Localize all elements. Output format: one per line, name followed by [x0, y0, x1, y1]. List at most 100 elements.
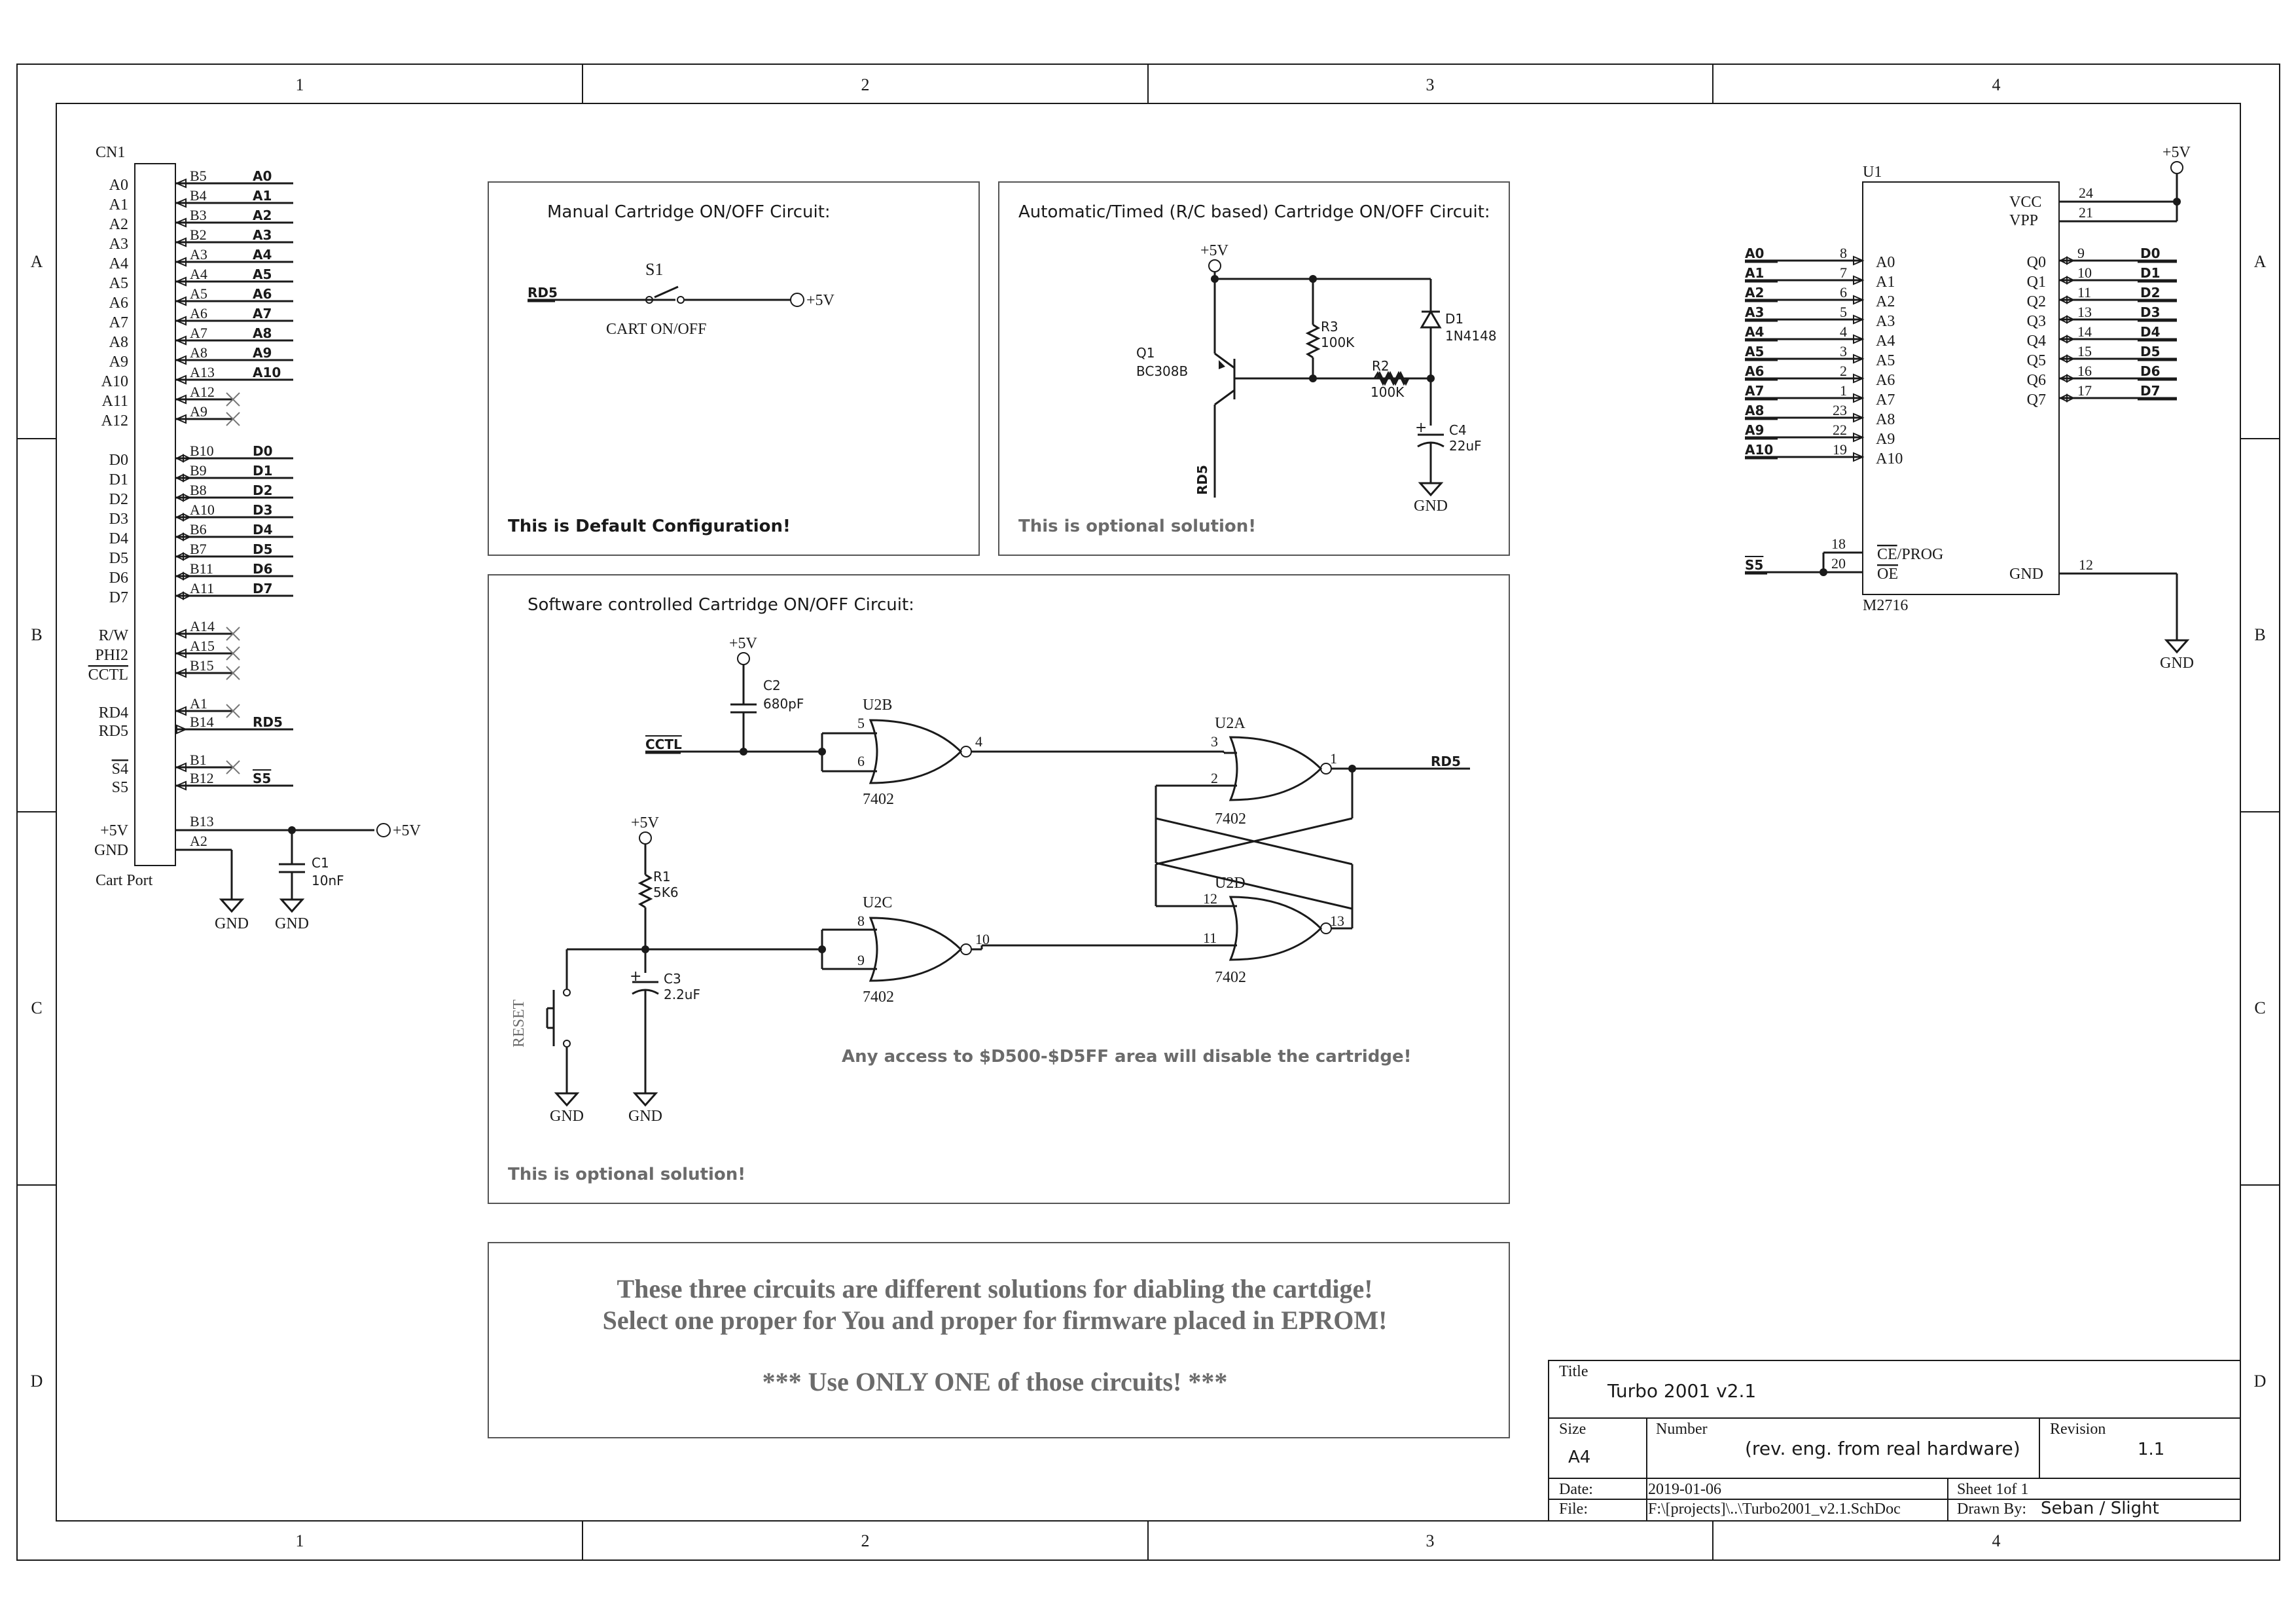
auto-gnd: GND: [1414, 498, 1448, 515]
u1-vcc-name: VCC: [2009, 194, 2041, 211]
zone-row-left-b: B: [31, 625, 42, 644]
tb-revision-label: Revision: [2050, 1421, 2106, 1438]
cn1-net-data_pins-2: D2: [253, 483, 273, 498]
u2b-pin4: 4: [975, 733, 982, 750]
cn1-pin-number-vcc: B13: [190, 813, 214, 830]
u1-net-A4: A4: [1745, 324, 1764, 340]
u1-net-A1: A1: [1745, 265, 1764, 281]
u1-pin-num-A8: 23: [1833, 402, 1847, 418]
u1-pin-name-Q4: Q4: [2027, 333, 2046, 350]
r3-value: 100K: [1321, 335, 1355, 350]
u2b-type: 7402: [863, 791, 894, 808]
u2c-ref: U2C: [863, 894, 892, 911]
c4-ref: C4: [1449, 422, 1467, 438]
cn1-net-data_pins-1: D1: [253, 463, 273, 479]
zone-col-top-2: 2: [861, 75, 870, 94]
u1-pin-num-A5: 3: [1840, 343, 1847, 359]
cn1-pin-number-addr_pins-6: A5: [190, 285, 207, 302]
cn1-pin-number-ctrl_pins-2: B15: [190, 657, 214, 674]
cn1-net-addr_pins-7: A7: [253, 306, 272, 321]
d1-ref: D1: [1445, 311, 1463, 327]
u1-pin-num-Q0: 9: [2077, 245, 2085, 261]
c4-plus: +: [1415, 420, 1427, 436]
soft-gnd1: GND: [550, 1108, 584, 1125]
u1-pin-name-A7: A7: [1876, 392, 1895, 409]
cn1-pin-label-addr_pins-3: A3: [109, 236, 128, 253]
u1-pin-name-Q6: Q6: [2027, 372, 2046, 389]
cn1-pin-number-ctrl_pins-5: B1: [190, 752, 207, 768]
cn1-pin-label-gnd: GND: [94, 842, 128, 859]
manual-power: +5V: [806, 292, 835, 309]
cn1-pin-number-data_pins-0: B10: [190, 443, 214, 459]
u1-pin-name-Q3: Q3: [2027, 313, 2046, 330]
cn1-pin-label-addr_pins-12: A12: [101, 412, 128, 429]
switch-label: CART ON/OFF: [606, 321, 707, 338]
notice-box: These three circuits are different solut…: [488, 1242, 1510, 1438]
soft-power2: +5V: [631, 814, 660, 831]
tb-size-label: Size: [1559, 1421, 1586, 1438]
tb-title: Turbo 2001 v2.1: [1607, 1380, 1756, 1402]
tb-size: A4: [1568, 1448, 1590, 1467]
cn1-pin-number-addr_pins-4: A3: [190, 246, 207, 263]
cn1-pin-label-ctrl_pins-3: RD4: [99, 704, 128, 721]
u1-pin-num-A9: 22: [1833, 422, 1847, 438]
u2a-ref: U2A: [1215, 715, 1246, 732]
auto-title: Automatic/Timed (R/C based) Cartridge ON…: [1018, 202, 1490, 222]
c1-gnd: GND: [275, 915, 309, 932]
cn1-gnd: GND: [215, 915, 249, 932]
cn1-pin-number-addr_pins-11: A12: [190, 384, 215, 400]
cn1-pin-label-addr_pins-11: A11: [102, 393, 128, 410]
cn1-pin-label-ctrl_pins-6: S5: [112, 779, 128, 796]
cn1-pin-label-addr_pins-8: A8: [109, 334, 128, 351]
auto-circuit-box: Automatic/Timed (R/C based) Cartridge ON…: [998, 181, 1510, 556]
zone-row-left-c: C: [31, 998, 42, 1017]
cn1-pin-number-ctrl_pins-6: B12: [190, 770, 214, 786]
u1-pin-name-A4: A4: [1876, 333, 1895, 350]
net-cctl: CCTL: [645, 737, 682, 752]
zone-row-left-d: D: [31, 1372, 43, 1391]
u2a-type: 7402: [1215, 811, 1246, 828]
u1-pin-num-A2: 6: [1840, 284, 1847, 301]
tb-date: 2019-01-06: [1648, 1481, 1721, 1498]
c4-value: 22uF: [1449, 438, 1482, 454]
notice-line2: Select one proper for You and proper for…: [603, 1305, 1388, 1335]
u1-net-D5: D5: [2140, 344, 2161, 359]
u2d-type: 7402: [1215, 969, 1246, 986]
q1-value: BC308B: [1136, 363, 1188, 379]
cn1-net-data_pins-7: D7: [253, 581, 273, 596]
u1-pin-num-Q7: 17: [2077, 382, 2092, 399]
u2d-pin11: 11: [1203, 930, 1217, 946]
cn1-pin-number-addr_pins-2: B3: [190, 207, 207, 223]
cn1-net-data_pins-3: D3: [253, 502, 273, 518]
cn1-pin-label-addr_pins-4: A4: [109, 255, 128, 272]
cn1-pin-label-data_pins-6: D6: [109, 570, 128, 587]
zone-col-top-3: 3: [1426, 75, 1435, 94]
u1-pin-name-Q0: Q0: [2027, 254, 2046, 271]
cn1-net-addr_pins-3: A3: [253, 227, 272, 243]
zone-col-bottom-3: 3: [1426, 1531, 1435, 1550]
cn1-power-label: +5V: [393, 822, 422, 839]
u1-pin-num-A1: 7: [1840, 264, 1847, 281]
cn1-name: Cart Port: [96, 872, 153, 889]
cn1-net-addr_pins-9: A9: [253, 345, 272, 361]
tb-revision: 1.1: [2138, 1440, 2164, 1459]
zone-labels: 1 2 3 4 1 2 3 4 A B C D A B C D: [31, 75, 2267, 1550]
u1-vpp-name: VPP: [2009, 212, 2038, 229]
u2b-pin6: 6: [857, 753, 865, 769]
r1-value: 5K6: [653, 884, 679, 900]
u1-net-A6: A6: [1745, 363, 1764, 379]
u1-pin-num-Q6: 16: [2077, 363, 2092, 379]
u1-gnd-name: GND: [2009, 566, 2043, 583]
u1-net-D2: D2: [2140, 285, 2161, 301]
u1-gnd-num: 12: [2079, 556, 2093, 573]
u2a-pin1: 1: [1330, 750, 1337, 767]
u2c-pin9: 9: [857, 952, 865, 968]
cn1-pin-label-addr_pins-7: A7: [109, 314, 128, 331]
u1-ce-name: CE/PROG: [1877, 546, 1943, 563]
cn1-pin-label-addr_pins-0: A0: [109, 177, 128, 194]
soft-warning: Any access to $D500-$D5FF area will disa…: [842, 1047, 1412, 1067]
